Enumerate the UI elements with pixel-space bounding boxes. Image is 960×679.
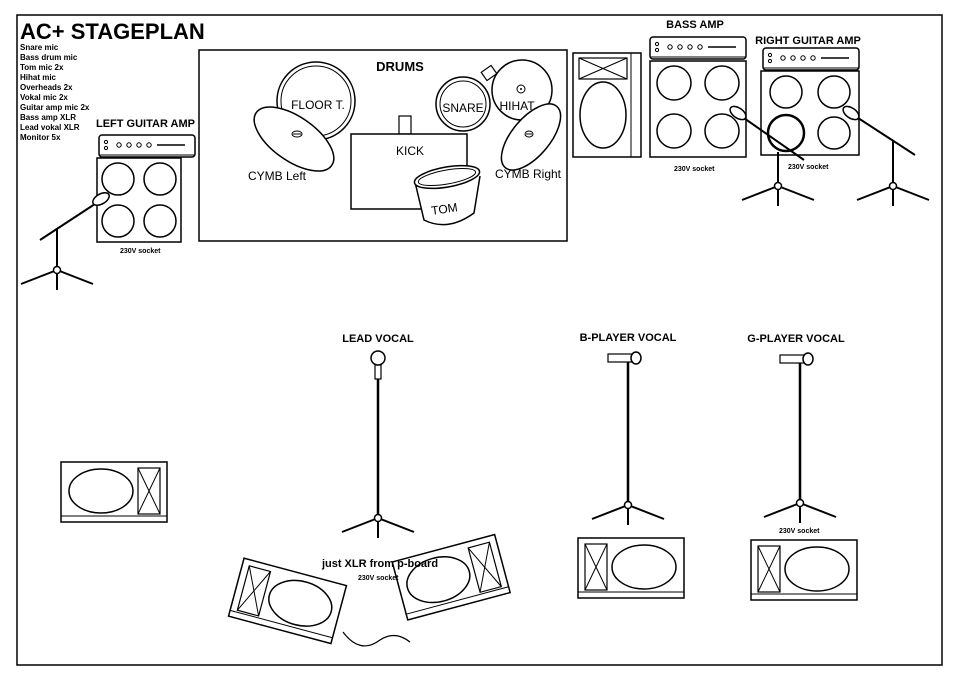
socket-label: 230V socket (779, 528, 820, 535)
drum-riser: DRUMS FLOOR T. CYMB Left SNARE HIHAT (198, 49, 568, 242)
socket-label: 230V socket (358, 575, 399, 582)
bass-amp: BASS AMP 230V socket (649, 19, 747, 173)
lead-vocal-position: LEAD VOCAL (341, 333, 415, 539)
kick-label: KICK (396, 144, 424, 158)
input-list-item: Bass amp XLR (20, 113, 76, 122)
socket-label: 230V socket (788, 164, 829, 171)
snare: SNARE (435, 76, 491, 132)
lead-vocal-label: LEAD VOCAL (342, 333, 414, 345)
input-list-item: Overheads 2x (20, 83, 73, 92)
bass-cabinet (572, 52, 642, 158)
input-list-item: Tom mic 2x (20, 63, 64, 72)
xlr-cable (342, 631, 411, 647)
snare-label: SNARE (442, 101, 483, 115)
right-guitar-amp-label: RIGHT GUITAR AMP (755, 35, 861, 47)
input-list-item: Hihat mic (20, 73, 57, 82)
input-list-item: Snare mic (20, 43, 59, 52)
bass-amp-label: BASS AMP (666, 19, 724, 31)
monitor-wedge-left (60, 461, 168, 523)
socket-label: 230V socket (120, 248, 161, 255)
monitor-wedge-lead-right (391, 533, 511, 621)
right-guitar-mic-stand (842, 105, 930, 207)
socket-label: 230V socket (674, 166, 715, 173)
b-player-vocal-position: B-PLAYER VOCAL (580, 332, 677, 526)
drums-title: DRUMS (376, 59, 424, 74)
monitor-wedge-g-player (750, 539, 858, 601)
tom: TOM (413, 164, 481, 226)
right-guitar-amp: RIGHT GUITAR AMP 230V socket (755, 35, 861, 171)
input-list-item: Lead vokal XLR (20, 123, 80, 132)
input-list-item: Monitor 5x (20, 133, 61, 142)
xlr-note: just XLR from p-board (321, 558, 438, 570)
hihat-label: HIHAT (499, 99, 535, 113)
left-guitar-amp: LEFT GUITAR AMP 230V socket (96, 118, 196, 255)
cymbal-left: CYMB Left (248, 106, 335, 183)
left-guitar-amp-label: LEFT GUITAR AMP (96, 118, 195, 130)
bass-mic-stand (729, 105, 815, 207)
stage-border (16, 14, 943, 666)
b-player-vocal-label: B-PLAYER VOCAL (580, 332, 677, 344)
cymbal-right-label: CYMB Right (495, 167, 562, 181)
input-list: Snare mic Bass drum mic Tom mic 2x Hihat… (20, 43, 90, 142)
page-title: AC+ STAGEPLAN (20, 19, 205, 44)
floor-tom-label: FLOOR T. (291, 98, 345, 112)
g-player-vocal-position: G-PLAYER VOCAL 230V socket (747, 333, 845, 535)
cymbal-right: CYMB Right (495, 103, 562, 181)
tom-label: TOM (430, 200, 458, 218)
cymbal-left-label: CYMB Left (248, 169, 307, 183)
g-player-vocal-label: G-PLAYER VOCAL (747, 333, 845, 345)
input-list-item: Guitar amp mic 2x (20, 103, 90, 112)
left-guitar-mic-stand (20, 192, 110, 291)
input-list-item: Bass drum mic (20, 53, 78, 62)
input-list-item: Vokal mic 2x (20, 93, 68, 102)
monitor-wedge-lead-left (227, 557, 348, 645)
monitor-wedge-b-player (577, 537, 685, 599)
